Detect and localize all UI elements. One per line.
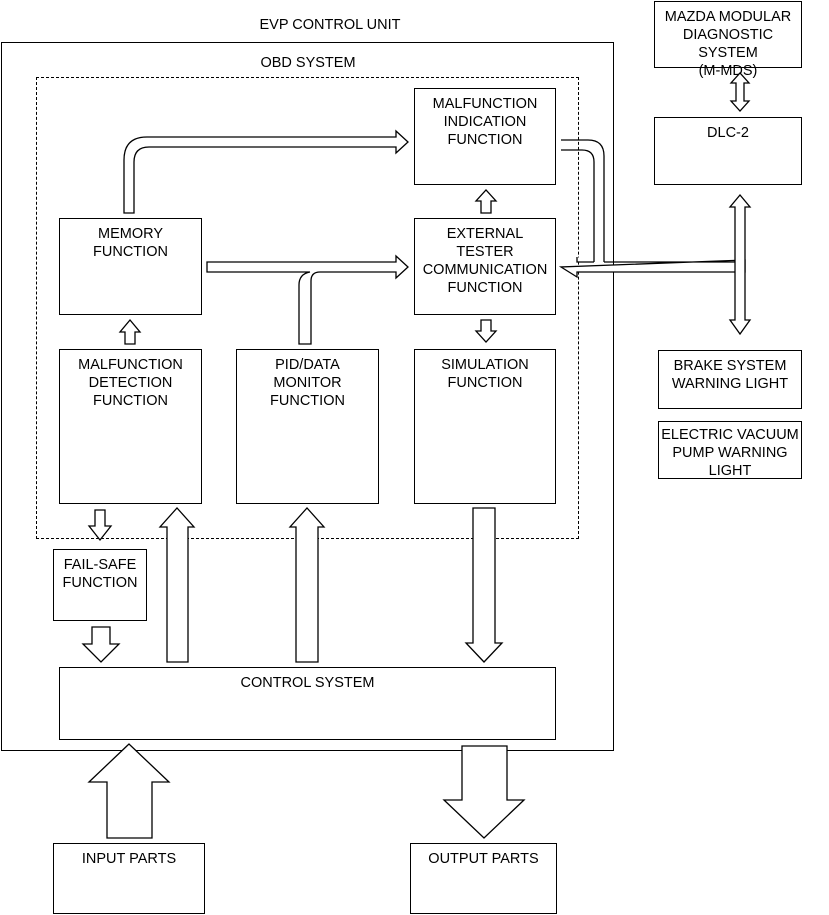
evp-control-unit-label: EVP CONTROL UNIT bbox=[259, 17, 401, 33]
arrow-detection-to-failsafe bbox=[87, 509, 113, 542]
arrow-detection-to-memory bbox=[118, 318, 142, 345]
arrow-dlc2-bus bbox=[728, 193, 752, 336]
line-indication-to-bus bbox=[561, 139, 605, 262]
evp-warning-text: ELECTRIC VACUUM PUMP WARNING LIGHT bbox=[661, 427, 799, 479]
memory-text: MEMORY FUNCTION bbox=[93, 226, 168, 260]
fail-safe-block: FAIL-SAFE FUNCTION bbox=[53, 549, 147, 621]
memory-block: MEMORY FUNCTION bbox=[59, 218, 202, 315]
input-parts-block: INPUT PARTS bbox=[53, 843, 205, 914]
arrow-tester-to-indication bbox=[474, 189, 498, 214]
arrow-unit-to-output bbox=[442, 745, 526, 839]
dlc2-block: DLC-2 bbox=[654, 117, 802, 185]
evp-control-unit-frame bbox=[1, 42, 614, 751]
malfunction-indication-block: MALFUNCTION INDICATION FUNCTION bbox=[414, 88, 556, 185]
dlc2-text: DLC-2 bbox=[707, 125, 749, 141]
input-parts-text: INPUT PARTS bbox=[81, 851, 177, 867]
arrow-memory-pid-to-tester bbox=[206, 254, 409, 345]
mazda-mds-text: MAZDA MODULAR DIAGNOSTIC SYSTEM (M-MDS) bbox=[664, 9, 792, 79]
external-tester-text: EXTERNAL TESTER COMMUNICATION FUNCTION bbox=[422, 226, 548, 296]
arrow-memory-to-indication bbox=[123, 129, 409, 214]
fail-safe-text: FAIL-SAFE FUNCTION bbox=[62, 557, 138, 591]
arrow-input-to-unit bbox=[87, 743, 171, 839]
control-system-text: CONTROL SYSTEM bbox=[240, 675, 375, 691]
arrow-control-to-detection bbox=[158, 507, 196, 663]
control-system-block: CONTROL SYSTEM bbox=[59, 667, 556, 740]
mazda-mds-block: MAZDA MODULAR DIAGNOSTIC SYSTEM (M-MDS) bbox=[654, 1, 802, 79]
malfunction-indication-text: MALFUNCTION INDICATION FUNCTION bbox=[432, 96, 538, 148]
arrow-failsafe-to-control bbox=[81, 626, 121, 663]
malfunction-detection-block: MALFUNCTION DETECTION FUNCTION bbox=[59, 349, 202, 504]
brake-warning-text: BRAKE SYSTEM WARNING LIGHT bbox=[671, 358, 789, 392]
external-tester-block: EXTERNAL TESTER COMMUNICATION FUNCTION bbox=[414, 218, 556, 315]
output-parts-block: OUTPUT PARTS bbox=[410, 843, 557, 914]
malfunction-detection-text: MALFUNCTION DETECTION FUNCTION bbox=[78, 357, 183, 409]
arrow-simulation-to-control bbox=[464, 507, 504, 663]
brake-warning-block: BRAKE SYSTEM WARNING LIGHT bbox=[658, 350, 802, 409]
output-parts-text: OUTPUT PARTS bbox=[428, 851, 539, 867]
arrow-mds-dlc2 bbox=[729, 72, 751, 112]
obd-system-label: OBD SYSTEM bbox=[260, 55, 356, 71]
simulation-text: SIMULATION FUNCTION bbox=[441, 357, 529, 391]
arrow-control-to-pid bbox=[288, 507, 326, 663]
arrow-tester-to-simulation bbox=[474, 319, 498, 343]
pid-data-monitor-block: PID/DATA MONITOR FUNCTION bbox=[236, 349, 379, 504]
simulation-block: SIMULATION FUNCTION bbox=[414, 349, 556, 504]
pid-data-monitor-text: PID/DATA MONITOR FUNCTION bbox=[270, 357, 345, 409]
evp-warning-block: ELECTRIC VACUUM PUMP WARNING LIGHT bbox=[658, 421, 802, 479]
arrow-bus-to-tester bbox=[558, 257, 746, 279]
